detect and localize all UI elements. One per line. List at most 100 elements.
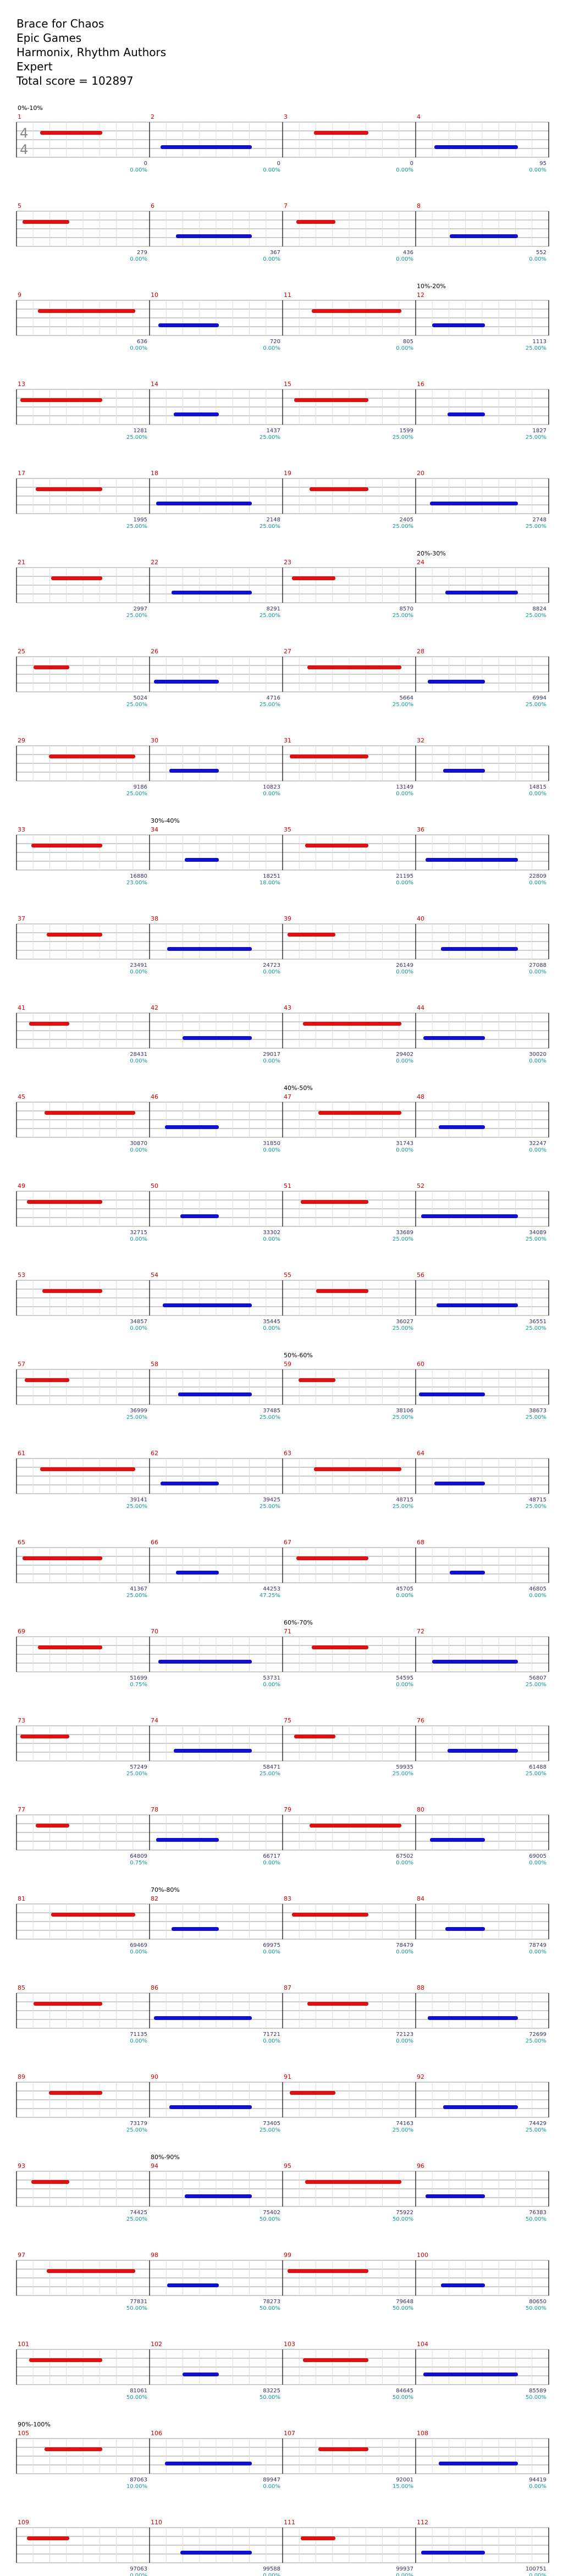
measure-number: 39 bbox=[284, 915, 291, 922]
note-bar-red bbox=[318, 2447, 368, 2451]
measure-number: 37 bbox=[18, 915, 25, 922]
measure-score: 80650 bbox=[529, 2299, 547, 2305]
measure-score: 100751 bbox=[526, 2566, 547, 2572]
total-score-label: Total score = 102897 bbox=[16, 74, 134, 87]
measure-percent: 0.00% bbox=[263, 791, 280, 797]
time-signature-bottom: 4 bbox=[20, 142, 28, 157]
measure-number: 12 bbox=[417, 291, 424, 299]
measure-percent: 0.00% bbox=[529, 1949, 547, 1955]
note-bar-red bbox=[288, 2269, 368, 2273]
measure-score: 24723 bbox=[263, 962, 280, 968]
measure-score: 0 bbox=[277, 161, 280, 167]
note-bar-blue bbox=[165, 2462, 252, 2465]
measure-percent: 25.00% bbox=[526, 1771, 547, 1777]
measure-number: 32 bbox=[417, 737, 424, 744]
measure-number: 75 bbox=[284, 1717, 291, 1724]
progress-label: 40%-50% bbox=[284, 1085, 313, 1092]
note-bar-red bbox=[314, 1467, 401, 1471]
measure-number: 98 bbox=[151, 2252, 158, 2259]
measure-number: 83 bbox=[284, 1895, 291, 1902]
measure-score: 67502 bbox=[396, 1853, 413, 1859]
measure-percent: 25.00% bbox=[526, 2038, 547, 2044]
note-bar-red bbox=[40, 131, 102, 135]
measure-percent: 0.00% bbox=[529, 1860, 547, 1866]
measure-percent: 25.00% bbox=[526, 1325, 547, 1331]
note-bar-blue bbox=[439, 2462, 518, 2465]
measure-number: 100 bbox=[417, 2252, 428, 2259]
measure-number: 23 bbox=[284, 559, 291, 566]
note-bar-blue bbox=[437, 1303, 518, 1307]
measure-score: 33302 bbox=[263, 1230, 280, 1236]
note-bar-blue bbox=[165, 1125, 219, 1129]
measure-percent: 0.00% bbox=[130, 167, 147, 173]
measure-number: 45 bbox=[18, 1093, 25, 1100]
measure-percent: 0.00% bbox=[263, 1147, 280, 1153]
note-bar-blue bbox=[183, 2373, 219, 2376]
note-bar-blue bbox=[167, 947, 252, 951]
measure-score: 5024 bbox=[134, 695, 147, 701]
measure-score: 74425 bbox=[130, 2210, 147, 2216]
measure-score: 5664 bbox=[400, 695, 413, 701]
measure-percent: 0.00% bbox=[130, 2038, 147, 2044]
measure-score: 30870 bbox=[130, 1141, 147, 1147]
measure-percent: 0.00% bbox=[529, 1147, 547, 1153]
measure-percent: 25.00% bbox=[260, 1771, 280, 1777]
measure-score: 6994 bbox=[533, 695, 547, 701]
measure-percent: 25.00% bbox=[260, 2127, 280, 2133]
measure-score: 279 bbox=[137, 250, 147, 256]
chart-row-11 bbox=[16, 1012, 549, 1049]
measure-number: 78 bbox=[151, 1806, 158, 1813]
measure-score: 56807 bbox=[529, 1675, 547, 1681]
measure-number: 5 bbox=[18, 202, 21, 210]
note-bar-blue bbox=[448, 412, 485, 416]
measure-number: 72 bbox=[417, 1628, 424, 1635]
measure-percent: 50.00% bbox=[393, 2216, 413, 2222]
measure-number: 68 bbox=[417, 1539, 424, 1546]
note-bar-red bbox=[29, 2358, 102, 2362]
note-bar-red bbox=[23, 1556, 102, 1560]
measure-number: 99 bbox=[284, 2252, 291, 2259]
measure-percent: 50.00% bbox=[393, 2395, 413, 2401]
chart-row-18 bbox=[16, 1636, 549, 1672]
measure-percent: 0.00% bbox=[263, 167, 280, 173]
measure-percent: 25.00% bbox=[526, 434, 547, 441]
measure-score: 16880 bbox=[130, 873, 147, 879]
measure-score: 61488 bbox=[529, 1764, 547, 1770]
measure-score: 34857 bbox=[130, 1319, 147, 1325]
measure-score: 29017 bbox=[263, 1052, 280, 1058]
measure-score: 31850 bbox=[263, 1141, 280, 1147]
measure-score: 1281 bbox=[134, 428, 147, 434]
measure-score: 74429 bbox=[529, 2121, 547, 2127]
measure-percent: 50.00% bbox=[526, 2305, 547, 2311]
note-bar-blue bbox=[428, 680, 485, 684]
progress-label: 10%-20% bbox=[417, 283, 446, 290]
measure-score: 1599 bbox=[400, 428, 413, 434]
measure-score: 78273 bbox=[263, 2299, 280, 2305]
difficulty-label: Expert bbox=[16, 60, 53, 73]
note-bar-blue bbox=[426, 858, 518, 862]
measure-percent: 0.00% bbox=[263, 256, 280, 262]
measure-percent: 50.00% bbox=[126, 2395, 147, 2401]
chart-row-10 bbox=[16, 923, 549, 960]
measure-number: 33 bbox=[18, 826, 25, 833]
measure-score: 8824 bbox=[533, 606, 547, 612]
note-bar-red bbox=[34, 2002, 102, 2006]
measure-number: 71 bbox=[284, 1628, 291, 1635]
measure-score: 72123 bbox=[396, 2032, 413, 2038]
progress-label: 60%-70% bbox=[284, 1619, 313, 1626]
note-bar-blue bbox=[180, 2551, 252, 2555]
measure-percent: 25.00% bbox=[393, 1771, 413, 1777]
measure-percent: 0.00% bbox=[130, 969, 147, 975]
measure-number: 92 bbox=[417, 2073, 424, 2080]
measure-score: 77831 bbox=[130, 2299, 147, 2305]
note-bar-blue bbox=[176, 234, 252, 238]
note-bar-red bbox=[38, 1645, 102, 1649]
measure-percent: 25.00% bbox=[126, 791, 147, 797]
chart-row-7 bbox=[16, 656, 549, 692]
measure-percent: 0.00% bbox=[263, 2573, 280, 2576]
measure-score: 367 bbox=[270, 250, 280, 256]
measure-number: 8 bbox=[417, 202, 421, 210]
measure-percent: 25.00% bbox=[126, 1414, 147, 1421]
chart-row-17 bbox=[16, 1547, 549, 1583]
measure-number: 60 bbox=[417, 1361, 424, 1368]
